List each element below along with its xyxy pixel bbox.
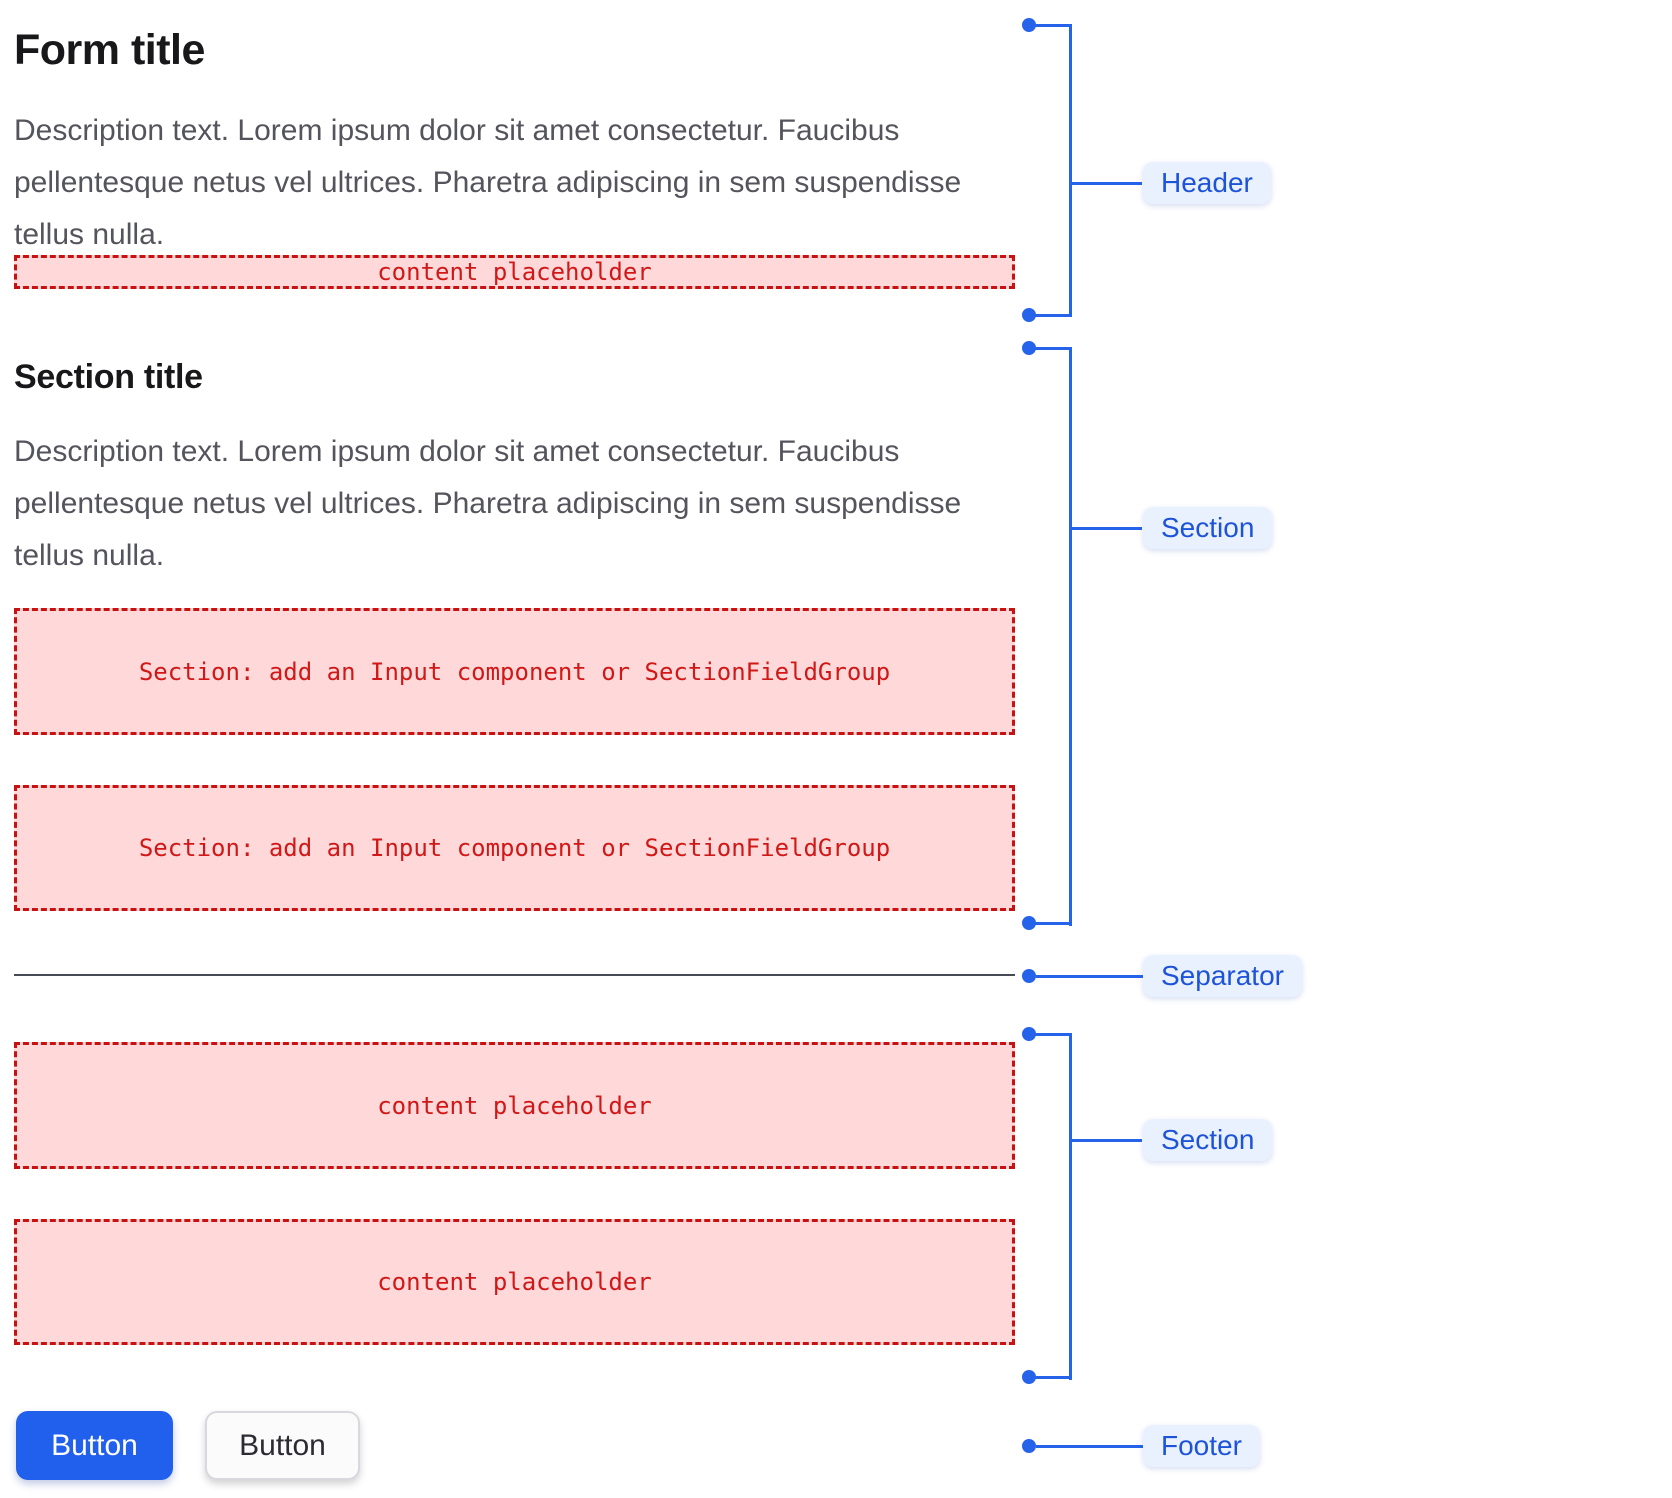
bracket-line <box>1031 24 1072 27</box>
separator-label: Separator <box>1143 955 1302 997</box>
bracket-line <box>1069 1033 1072 1380</box>
bracket-line <box>1072 1139 1142 1142</box>
bracket-line <box>1031 1033 1072 1036</box>
section1-label: Section <box>1143 507 1273 549</box>
header-content-placeholder-label: content placeholder <box>377 258 652 286</box>
bracket-line <box>1072 527 1142 530</box>
anchor-dot <box>1022 1027 1036 1041</box>
separator-line <box>14 974 1015 976</box>
section2-content-placeholder-2-label: content placeholder <box>377 1268 652 1296</box>
anchor-dot <box>1022 341 1036 355</box>
form-title: Form title <box>14 26 205 74</box>
section2-content-placeholder-1: content placeholder <box>14 1042 1015 1169</box>
header-content-placeholder: content placeholder <box>14 255 1015 289</box>
footer-label: Footer <box>1143 1425 1260 1467</box>
bracket-line <box>1072 182 1142 185</box>
primary-button[interactable]: Button <box>16 1411 173 1480</box>
header-label: Header <box>1143 162 1271 204</box>
section-input-placeholder-2-label: Section: add an Input component or Secti… <box>138 834 891 862</box>
bracket-line <box>1031 922 1072 925</box>
section-description: Description text. Lorem ipsum dolor sit … <box>14 435 962 572</box>
bracket-line <box>1069 24 1072 317</box>
anchor-dot <box>1022 969 1036 983</box>
bracket-line <box>1069 347 1072 926</box>
section-title: Section title <box>14 358 203 396</box>
section-input-placeholder-2: Section: add an Input component or Secti… <box>14 785 1015 911</box>
bracket-line <box>1031 314 1072 317</box>
secondary-button[interactable]: Button <box>205 1411 360 1480</box>
bracket-line <box>1031 1376 1072 1379</box>
section2-content-placeholder-1-label: content placeholder <box>377 1091 652 1120</box>
bracket-line <box>1031 347 1072 350</box>
form-description: Description text. Lorem ipsum dolor sit … <box>14 114 962 251</box>
anchor-dot <box>1022 1370 1036 1384</box>
anchor-dot <box>1022 308 1036 322</box>
section2-content-placeholder-2: content placeholder <box>14 1219 1015 1345</box>
callout-line <box>1036 1445 1143 1448</box>
anchor-dot <box>1022 18 1036 32</box>
anchor-dot <box>1022 1439 1036 1453</box>
anchor-dot <box>1022 916 1036 930</box>
section-input-placeholder-1: Section: add an Input component or Secti… <box>14 608 1015 735</box>
section2-label: Section <box>1143 1119 1273 1161</box>
callout-line <box>1036 975 1143 978</box>
section-input-placeholder-1-label: Section: add an Input component or Secti… <box>138 657 891 686</box>
